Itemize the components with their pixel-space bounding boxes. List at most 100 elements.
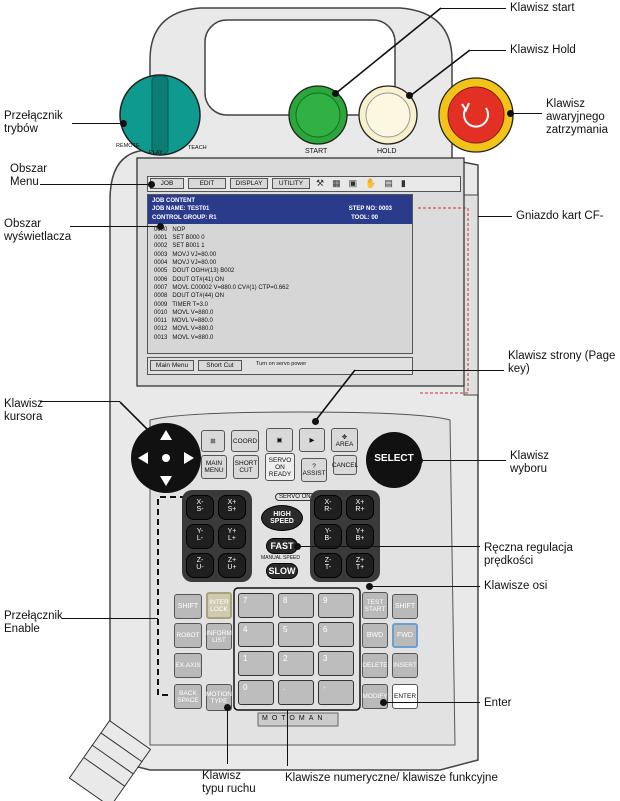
tab-job[interactable]: JOB [150,178,184,189]
right-axis-key-zplus[interactable]: Z+T+ [346,553,374,578]
test-start-key[interactable]: TEST START [362,592,388,619]
job-line[interactable]: 0004 MOVJ VJ=80.00 [154,260,217,267]
grid-icon: ▦ [332,178,341,188]
job-line[interactable]: 0010 MOVL V=880.0 [154,309,214,316]
leader [510,113,542,114]
numeric-key[interactable]: 1 [238,651,274,676]
left-axis-key-zminus[interactable]: Z-U- [186,553,214,578]
select-key[interactable]: SELECT [374,453,414,464]
tab-display[interactable]: DISPLAY [230,178,268,189]
leader-diagonal [119,401,151,433]
layout-icon: ⊞ [210,438,216,445]
inform-list-key[interactable]: INFORM LIST [206,623,232,650]
robot-icon: ▣ [348,178,358,188]
numeric-key[interactable]: 5 [278,622,314,647]
servo-on-ready-key[interactable]: SERVO ON READY [265,453,295,481]
callout-motion-line: typu ruchu [202,783,256,795]
back-space-key[interactable]: BACK SPACE [174,684,202,709]
numeric-key[interactable]: 2 [278,651,314,676]
leader [298,546,480,547]
job-line[interactable]: 0003 MOVJ VJ=80.00 [154,251,217,258]
slow-key[interactable]: SLOW [266,563,298,579]
numeric-key[interactable]: - [318,680,354,705]
motion-type-key[interactable]: MOTION TYPE [206,684,232,711]
callout-enable-line: Przełącznik [4,610,63,622]
start-label: START [305,148,328,155]
numeric-key[interactable]: 7 [238,593,274,618]
job-line[interactable]: 0005 DOUT OGH#(13) B002 [154,268,235,275]
leader-dot [120,120,127,127]
assist-key[interactable]: ?ASSIST [301,458,327,482]
callout-page-line: Klawisz strony (Page [508,350,616,362]
left-axis-key-xminus[interactable]: X-S- [186,495,214,520]
callout-hold-key: Klawisz Hold [510,44,576,56]
bwd-key[interactable]: BWD [362,623,388,648]
area-key[interactable]: ✥AREA [331,428,358,452]
job-line[interactable]: 0011 MOVL V=880.0 [154,318,213,325]
leader-dot [507,110,514,117]
left-axis-key-xplus[interactable]: X+S+ [218,495,246,520]
fast-key[interactable]: FAST [266,538,298,554]
numeric-key[interactable]: 0 [238,680,274,705]
direct-open-key[interactable]: ▣ [266,428,293,452]
callout-estop-line: Klawisz [546,98,585,110]
job-line[interactable]: 0007 MOVL C00002 V=880.0 CV#(1) CTP=0.66… [154,284,289,291]
job-line[interactable]: 0008 DOUT OT#(44) ON [154,293,224,300]
screen-icon: ▣ [276,437,283,444]
job-line[interactable]: 0009 TIMER T=3.0 [154,301,208,308]
job-line[interactable]: 0002 SET B001 1 [154,243,205,250]
short-cut-key[interactable]: SHORT CUT [233,455,259,479]
tab-edit[interactable]: EDIT [188,178,226,189]
job-line[interactable]: 0006 DOUT OT#(41) ON [154,276,224,283]
robot-key[interactable]: ROBOT [174,623,202,648]
callout-estop-line: awaryjnego [546,111,605,123]
battery-icon: ▮ [400,178,406,188]
leader-dot [157,223,164,230]
numeric-key[interactable]: 4 [238,622,274,647]
numeric-key[interactable]: 8 [278,593,314,618]
job-line[interactable]: 0012 MOVL V=880.0 [154,326,214,333]
numeric-key[interactable]: 9 [318,593,354,618]
job-line[interactable]: 0000 NOP [154,226,186,233]
shift-key-right[interactable]: SHIFT [392,594,418,619]
coord-key[interactable]: COORD [231,430,259,452]
leader [287,710,288,766]
right-axis-key-xminus[interactable]: X-R- [314,495,342,520]
control-group: CONTROL GROUP: R1 [152,214,217,221]
high-speed-key[interactable]: HIGH SPEED [261,505,303,531]
tab-utility[interactable]: UTILITY [272,178,310,189]
callout-display-line: wyświetlacza [4,231,72,243]
layout-key[interactable]: ⊞ [201,430,225,452]
job-line[interactable]: 0001 SET B000 0 [154,235,205,242]
numeric-key[interactable]: 6 [318,622,354,647]
left-axis-key-yminus[interactable]: Y-L- [186,524,214,549]
delete-key[interactable]: DELETE [362,653,388,678]
callout-speed-line: prędkości [484,555,534,567]
axis-key-sublabel: S+ [227,506,237,513]
right-axis-key-yminus[interactable]: Y-B- [314,524,342,549]
page-key[interactable]: ▶ [299,428,325,452]
fwd-key[interactable]: FWD [392,623,418,648]
cancel-key[interactable]: CANCEL [332,455,358,475]
left-axis-key-yplus[interactable]: Y+L+ [218,524,246,549]
numeric-key[interactable]: . [278,680,314,705]
left-axis-key-zplus[interactable]: Z+U+ [218,553,246,578]
right-axis-key-zminus[interactable]: Z-T- [314,553,342,578]
shift-key-left[interactable]: SHIFT [174,594,202,619]
leader [40,184,152,185]
ex-axis-key[interactable]: EX.AXIS [174,653,202,678]
axis-key-sublabel: B- [324,535,332,542]
insert-key[interactable]: INSERT [392,653,418,678]
enter-key[interactable]: ENTER [392,684,418,709]
interlock-key[interactable]: INTER LOCK [206,592,232,619]
job-line[interactable]: 0013 MOVL V=880.0 [154,334,214,341]
numeric-key[interactable]: 3 [318,651,354,676]
right-axis-key-yplus[interactable]: Y+B+ [346,524,374,549]
short-cut-soft-button[interactable]: Short Cut [198,360,242,371]
cursor-key[interactable] [147,451,185,467]
axis-key-label: Y- [324,528,332,535]
main-menu-soft-button[interactable]: Main Menu [150,360,194,371]
main-menu-key[interactable]: MAIN MENU [201,455,227,479]
leader-diagonal [334,7,442,95]
right-axis-key-xplus[interactable]: X+R+ [346,495,374,520]
